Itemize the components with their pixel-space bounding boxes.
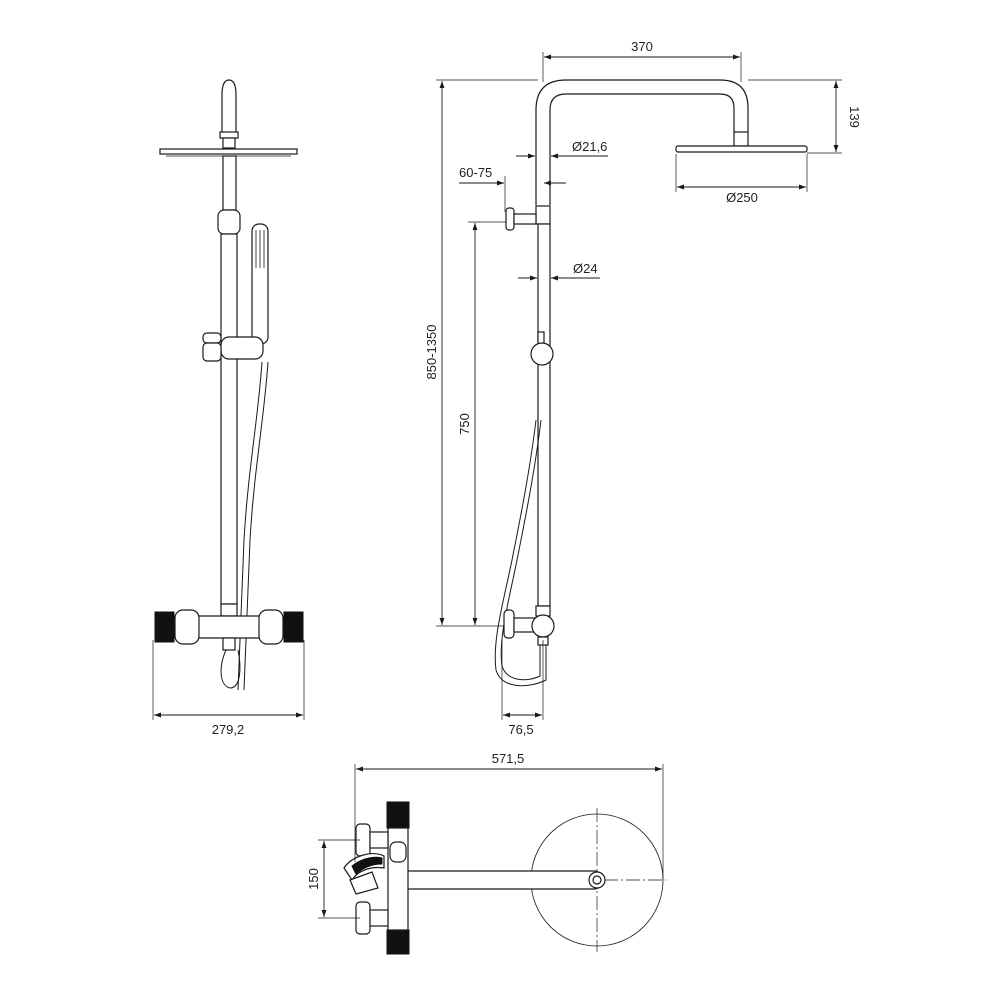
front-head-nut [222,137,236,149]
front-upper-pipe [222,155,237,211]
front-gooseneck [221,79,237,132]
front-left-knob [174,609,200,645]
front-right-wall-flange [283,611,304,643]
side-mixer-body [531,614,555,638]
upper-diameter-label: Ø21,6 [572,139,607,154]
side-shower-head [675,145,808,153]
top-diverter [389,841,407,863]
front-slider [220,336,264,360]
side-slider-tab [537,331,545,345]
top-width-label: 571,5 [492,751,525,766]
inlet-spacing-label: 150 [306,868,321,890]
side-head-connector [733,131,749,147]
arm-length-label: 370 [631,39,653,54]
total-height-label: 850-1350 [424,325,439,380]
side-arm-inner [549,93,735,205]
top-upper-wall-flange [386,801,410,829]
front-width-label: 279,2 [212,722,245,737]
side-view: 370 139 Ø21,6 60-75 Ø250 Ø24 850-1350 75 [424,39,862,737]
front-bottom-nut [220,603,238,617]
lower-diameter-label: Ø24 [573,261,598,276]
front-hose [237,361,263,691]
wall-offset-label: 60-75 [459,165,492,180]
front-right-knob [258,609,284,645]
front-shower-head [159,148,298,155]
side-wall-bracket [505,207,515,231]
front-view: 279,2 [152,79,305,737]
side-hose [494,419,547,687]
front-hose-loop [220,649,241,689]
front-head-connector [219,131,239,139]
side-valve-knob [503,609,515,639]
side-coupler [535,205,551,225]
outlet-depth-label: 76,5 [508,722,533,737]
head-height-label: 139 [847,106,862,128]
slide-height-label: 750 [457,413,472,435]
front-pipe-coupler [217,209,241,235]
front-slider-knob [202,332,222,344]
head-diameter-label: Ø250 [726,190,758,205]
front-left-wall-flange [154,611,175,643]
side-lower-pipe [537,223,551,607]
top-view: 571,5 150 [306,751,666,955]
top-lower-wall-flange [386,929,410,955]
top-arm [393,870,603,890]
front-hose-outlet [222,637,236,651]
front-lower-pipe [220,233,238,605]
side-slider-knob [530,342,554,366]
